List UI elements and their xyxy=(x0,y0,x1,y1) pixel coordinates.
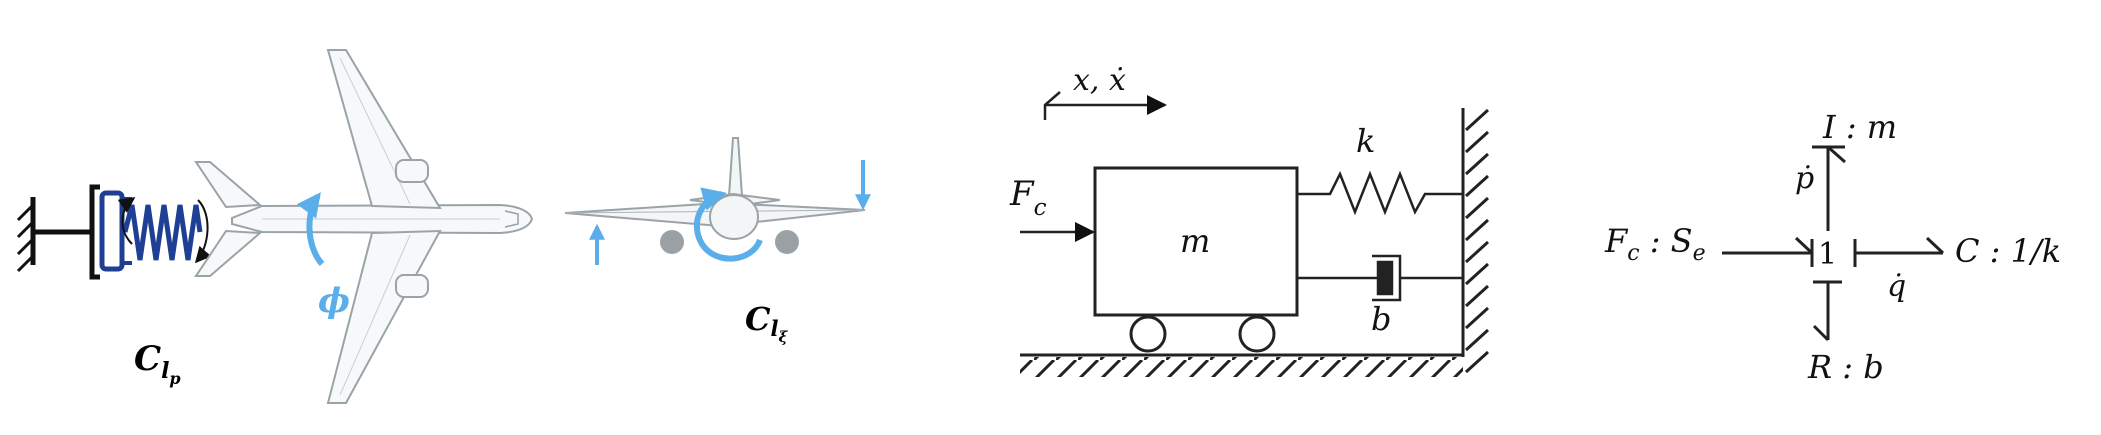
rotation-arrow-left-icon xyxy=(117,197,136,245)
damper-label: b xyxy=(1371,300,1391,338)
bond-capacitance xyxy=(1853,236,1945,267)
wheel-right xyxy=(1238,315,1276,353)
aileron-coefficient-label: Clξ xyxy=(745,300,788,346)
damper-icon xyxy=(1297,254,1463,302)
junction-label: 1 xyxy=(1818,237,1837,272)
flow-q-label: q̇ xyxy=(1887,269,1906,304)
mass-label: m xyxy=(1180,222,1210,260)
capacitance-label: C : 1/k xyxy=(1955,232,2061,270)
ground-surface xyxy=(1020,353,1463,377)
source-label: Fc : Se xyxy=(1604,222,1706,266)
aircraft-top-view xyxy=(194,49,534,404)
flow-p-label: ṗ xyxy=(1795,161,1814,196)
mass-block xyxy=(1093,166,1299,317)
bond-resistance xyxy=(1812,280,1842,342)
roll-damping-coefficient-label: Clp xyxy=(134,339,181,388)
bondgraph-panel: Fc : Se 1 I : m ṗ C : 1/k q̇ xyxy=(1604,108,2061,386)
velocity-label: x, ẋ xyxy=(1073,63,1126,98)
aircraft-panel: ϕ Clp Clξ xyxy=(16,49,871,404)
roll-angle-label: ϕ xyxy=(318,281,350,321)
bond-inertia xyxy=(1812,145,1846,231)
rotation-arrow-right-icon xyxy=(194,199,212,264)
bond-source xyxy=(1722,236,1814,267)
wall-surface xyxy=(1461,108,1490,374)
inertia-label: I : m xyxy=(1822,108,1897,146)
mechanical-panel: x, ẋ Fc m k b xyxy=(1009,63,1490,377)
roll-rotation-front-arrow-icon xyxy=(693,187,763,262)
wheel-left xyxy=(1129,315,1167,353)
force-label: Fc xyxy=(1009,174,1047,221)
resistance-label: R : b xyxy=(1807,348,1884,386)
roll-rotation-arrow-icon xyxy=(296,192,325,266)
spring-icon xyxy=(1297,170,1463,216)
spring-label: k xyxy=(1356,122,1375,160)
torsion-spring-icon xyxy=(122,204,203,261)
fixed-wall-icon xyxy=(16,197,92,273)
